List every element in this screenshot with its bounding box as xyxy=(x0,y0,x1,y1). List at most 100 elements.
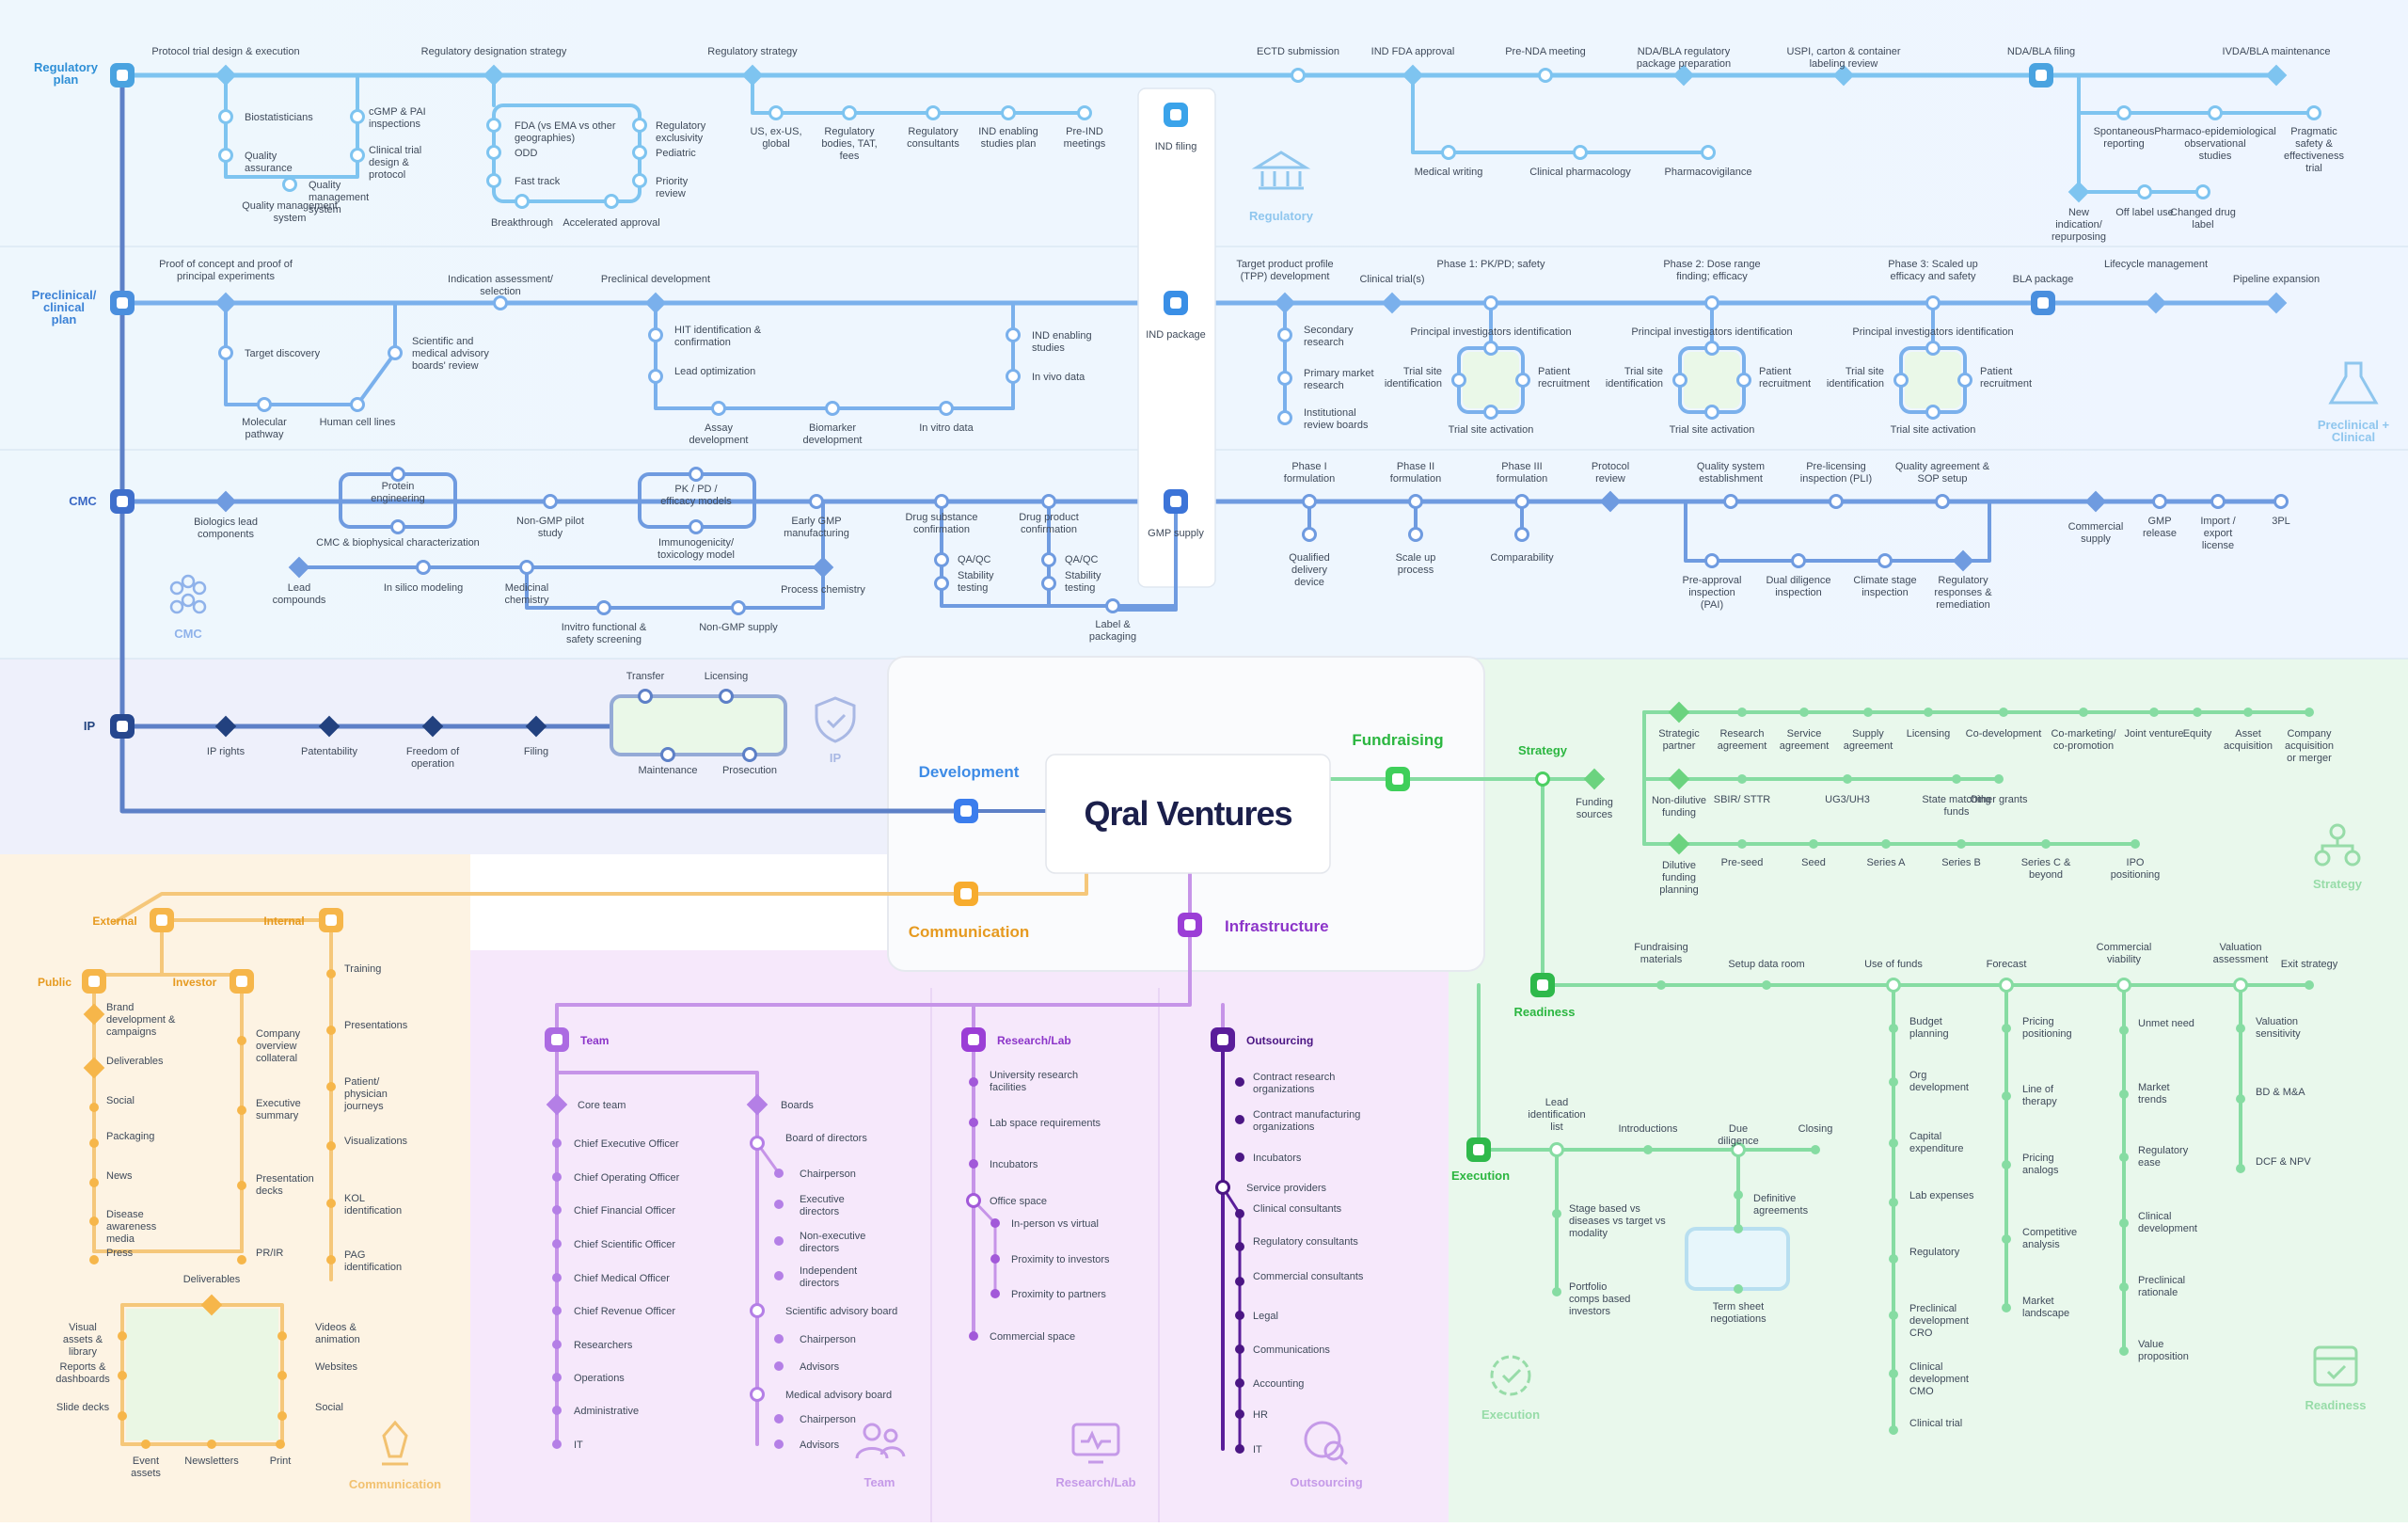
hub-label-execution: Execution xyxy=(1451,1169,1510,1183)
label-use-of-funds: Use of funds xyxy=(1864,959,1923,970)
step-node xyxy=(1538,68,1553,83)
label-co-development: Co-development xyxy=(1966,728,2042,740)
section-label-flask: Preclinical +Clinical xyxy=(2318,418,2390,444)
connector-line xyxy=(964,871,1088,896)
label-in-silico-modeling: In silico modeling xyxy=(384,582,463,594)
step-node xyxy=(1994,774,2004,784)
label-chief-operating-officer: Chief Operating Officer xyxy=(574,1172,680,1184)
label-pre-nda-meeting: Pre-NDA meeting xyxy=(1505,46,1586,57)
label-public: Public xyxy=(38,976,71,989)
hub-label-fundraising: Fundraising xyxy=(1352,731,1443,749)
label-presentations: Presentations xyxy=(344,1020,408,1031)
step-node xyxy=(2002,1234,2011,1244)
connector-line xyxy=(1111,500,1178,612)
label-bd-m-a: BD & M&A xyxy=(2256,1087,2305,1098)
step-node xyxy=(1734,1224,1743,1233)
step-node xyxy=(809,494,824,509)
milestone-diamond xyxy=(644,292,667,314)
section-label-org: Strategy xyxy=(2313,877,2363,891)
step-node xyxy=(1886,978,1901,993)
step-node xyxy=(1215,1180,1230,1195)
label-service-providers: Service providers xyxy=(1246,1183,1326,1194)
step-node xyxy=(1235,1077,1244,1087)
step-node xyxy=(1408,494,1423,509)
step-node xyxy=(2195,184,2210,199)
bank-icon xyxy=(1251,151,1311,190)
label-breakthrough: Breakthrough xyxy=(491,217,553,229)
step-node xyxy=(1952,774,1961,784)
step-node xyxy=(1235,1153,1244,1162)
step-node xyxy=(969,1077,978,1087)
milestone-diamond xyxy=(1952,549,1974,572)
step-node xyxy=(969,1118,978,1127)
label-3pl: 3PL xyxy=(2272,516,2290,527)
hub-node xyxy=(110,63,135,87)
step-node xyxy=(552,1172,562,1182)
milestone-diamond xyxy=(1668,768,1690,790)
connector-line xyxy=(120,1303,284,1446)
label-in-person-vs-virtual: In-person vs virtual xyxy=(1011,1218,1099,1230)
label-non-gmp-supply: Non-GMP supply xyxy=(699,622,778,633)
label-proximity-to-investors: Proximity to investors xyxy=(1011,1254,1110,1265)
step-node xyxy=(774,1414,784,1424)
label-principal-investigators-identification: Principal investigators identification xyxy=(1410,326,1571,338)
step-node xyxy=(493,295,508,310)
step-node xyxy=(1889,1254,1898,1264)
step-node xyxy=(774,1271,784,1280)
label-chief-revenue-officer: Chief Revenue Officer xyxy=(574,1306,675,1317)
milestone-diamond xyxy=(2265,64,2288,87)
node-layer xyxy=(82,63,2379,1466)
label-lead-optimization: Lead optimization xyxy=(674,366,755,377)
label-pr-ir: PR/IR xyxy=(256,1248,283,1259)
label-principal-investigators-identification: Principal investigators identification xyxy=(1631,326,1792,338)
label-incubators: Incubators xyxy=(1253,1153,1302,1164)
step-node xyxy=(2193,708,2202,717)
step-node xyxy=(1483,295,1498,310)
step-node xyxy=(1791,553,1806,568)
step-node xyxy=(1041,494,1056,509)
step-node xyxy=(2119,1090,2129,1099)
step-node xyxy=(1889,1138,1898,1148)
label-bla-package: BLA package xyxy=(2013,274,2074,285)
step-node xyxy=(1277,371,1292,386)
label-accelerated-approval: Accelerated approval xyxy=(562,217,659,229)
step-node xyxy=(750,1387,765,1402)
step-node xyxy=(552,1273,562,1282)
step-node xyxy=(1235,1209,1244,1218)
step-node xyxy=(390,519,405,534)
step-node xyxy=(2243,708,2253,717)
label-other-grants: Other grants xyxy=(1970,794,2028,805)
step-node xyxy=(515,194,530,209)
step-node xyxy=(237,1105,246,1115)
label-office-space: Office space xyxy=(990,1196,1047,1207)
step-node xyxy=(89,1103,99,1112)
label-it: IT xyxy=(574,1440,583,1451)
step-node xyxy=(552,1306,562,1315)
label-visualizations: Visualizations xyxy=(344,1136,408,1147)
label-clinical-consultants: Clinical consultants xyxy=(1253,1203,1342,1215)
step-node xyxy=(218,148,233,163)
label-label-packaging: Label &packaging xyxy=(1089,619,1136,643)
milestone-diamond xyxy=(288,556,310,579)
step-node xyxy=(934,494,949,509)
step-node xyxy=(1889,1198,1898,1207)
label-prosecution: Prosecution xyxy=(722,765,777,776)
hub-node xyxy=(1530,973,1555,997)
label-reports-dashboards: Reports &dashboards xyxy=(55,1361,110,1385)
